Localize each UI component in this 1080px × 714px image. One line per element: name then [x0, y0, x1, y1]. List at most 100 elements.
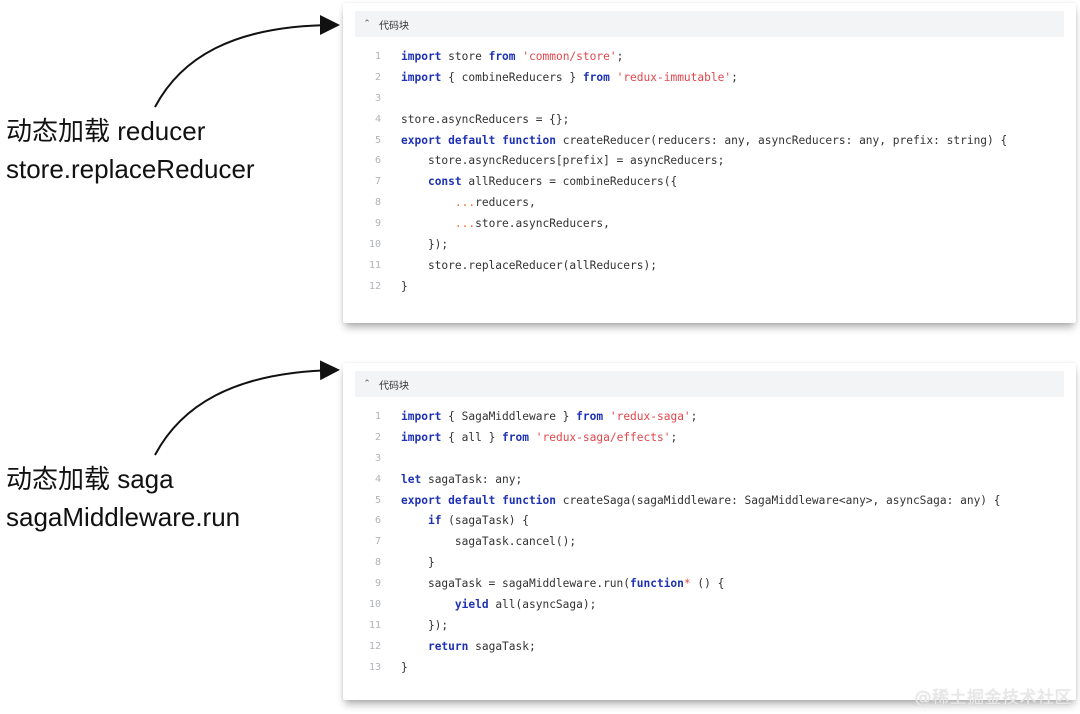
code-token: from: [582, 70, 610, 84]
code-token: import: [401, 70, 442, 84]
code-token: function: [502, 133, 556, 147]
line-number: 1: [374, 51, 381, 62]
line-number: 12: [368, 280, 381, 292]
code-text: }: [401, 658, 408, 679]
code-token: ...: [454, 217, 476, 231]
code-line: 10 yield all(asyncSaga);: [343, 595, 1076, 616]
line-number: 3: [374, 92, 381, 104]
code-token: () {: [690, 577, 725, 591]
code-token: function: [502, 493, 556, 507]
code-token: store.asyncReducers = {};: [401, 112, 570, 126]
code-token: }: [401, 279, 408, 293]
code-token: from: [502, 430, 529, 444]
line-number: 12: [368, 640, 381, 652]
line-number: 5: [374, 494, 381, 506]
chevron-up-icon[interactable]: ⌃: [363, 19, 371, 29]
line-number: 8: [374, 557, 381, 569]
code-token: }: [401, 556, 435, 570]
code-line: 11 });: [343, 616, 1076, 637]
code-line: 6 store.asyncReducers[prefix] = asyncRed…: [343, 151, 1076, 172]
code-line: 10 });: [343, 235, 1076, 256]
label-line: 动态加载 saga: [6, 464, 174, 494]
code-token: sagaTask.cancel();: [401, 535, 577, 549]
code-text: });: [401, 235, 448, 256]
code-line: 3: [343, 449, 1076, 470]
code-text: ...store.asyncReducers,: [401, 214, 610, 235]
line-number: 8: [374, 197, 381, 209]
code-token: { all }: [441, 430, 503, 444]
code-token: 'redux-saga/effects': [535, 430, 671, 444]
code-line: 7 sagaTask.cancel();: [343, 532, 1076, 553]
code-line: 2 import { all } from 'redux-saga/effects…: [343, 428, 1076, 449]
code-token: from: [576, 410, 604, 423]
line-number: 4: [374, 113, 381, 125]
reducer-label: 动态加载 reducer store.replaceReducer: [6, 112, 255, 188]
code-line: 9 sagaTask = sagaMiddleware.run(function…: [343, 574, 1076, 595]
code-text: });: [401, 616, 448, 637]
code-token: 'redux-immutable': [616, 70, 732, 84]
code-token: store.asyncReducers[prefix] = asyncReduc…: [401, 154, 725, 168]
code-text: return sagaTask;: [401, 637, 536, 658]
code-token: all(asyncSaga);: [488, 598, 597, 612]
code-line: 5 export default function createSaga(saga…: [343, 491, 1076, 512]
code-text: }: [401, 553, 435, 574]
code-block-header[interactable]: ⌃ 代码块: [355, 11, 1064, 37]
arrow-icon: [154, 360, 340, 456]
code-token: yield: [454, 598, 489, 612]
code-token: from: [488, 50, 516, 63]
code-text: store.replaceReducer(allReducers);: [401, 256, 657, 277]
line-number: 1: [374, 411, 381, 422]
line-number: 5: [374, 134, 381, 146]
code-token: default: [448, 133, 496, 147]
code-block-header[interactable]: ⌃ 代码块: [355, 371, 1064, 397]
line-number: 9: [374, 578, 381, 590]
line-number: 6: [374, 515, 381, 527]
code-token: store.replaceReducer(allReducers);: [401, 258, 657, 272]
code-token: function: [630, 577, 684, 591]
code-token: { SagaMiddleware }: [441, 410, 577, 423]
code-text: sagaTask = sagaMiddleware.run(function* …: [401, 574, 724, 595]
code-token: sagaTask = sagaMiddleware.run(: [401, 577, 631, 591]
line-number: 2: [374, 431, 381, 443]
code-token: createSaga(sagaMiddleware: SagaMiddlewar…: [555, 493, 1001, 507]
code-text: ...reducers,: [401, 193, 536, 214]
arrow-icon: [154, 15, 340, 108]
chevron-up-icon[interactable]: ⌃: [363, 379, 371, 389]
code-block-title: 代码块: [379, 380, 409, 392]
code-block-title: 代码块: [379, 20, 409, 32]
line-number: 3: [374, 452, 381, 464]
code-line: 13}: [343, 658, 1076, 679]
code-text: import { SagaMiddleware } from 'redux-sa…: [401, 407, 697, 428]
label-line: store.replaceReducer: [6, 154, 255, 184]
code-line: 7 const allReducers = combineReducers({: [343, 172, 1076, 193]
code-token: store.asyncReducers,: [475, 217, 610, 231]
line-number: 2: [374, 71, 381, 83]
code-text: yield all(asyncSaga);: [401, 595, 596, 616]
code-text: sagaTask.cancel();: [401, 532, 576, 553]
code-token: default: [448, 493, 496, 507]
line-number: 7: [374, 536, 381, 548]
code-line: 8 }: [343, 553, 1076, 574]
code-token: });: [401, 238, 449, 252]
code-token: 'redux-saga': [609, 410, 691, 423]
code-token: ;: [670, 430, 678, 444]
code-token: export: [401, 133, 442, 147]
code-token: });: [401, 618, 449, 632]
code-token: export: [401, 493, 442, 507]
line-number: 6: [374, 155, 381, 167]
code-token: allReducers = combineReducers({: [461, 175, 678, 189]
code-token: sagaTask: any;: [421, 472, 523, 486]
line-number: 13: [368, 661, 381, 673]
line-number: 11: [368, 259, 381, 271]
code-token: const: [427, 175, 462, 189]
code-token: sagaTask;: [468, 639, 536, 653]
code-token: import: [401, 430, 442, 444]
code-token: ;: [616, 50, 624, 63]
code-token: ;: [731, 70, 738, 84]
